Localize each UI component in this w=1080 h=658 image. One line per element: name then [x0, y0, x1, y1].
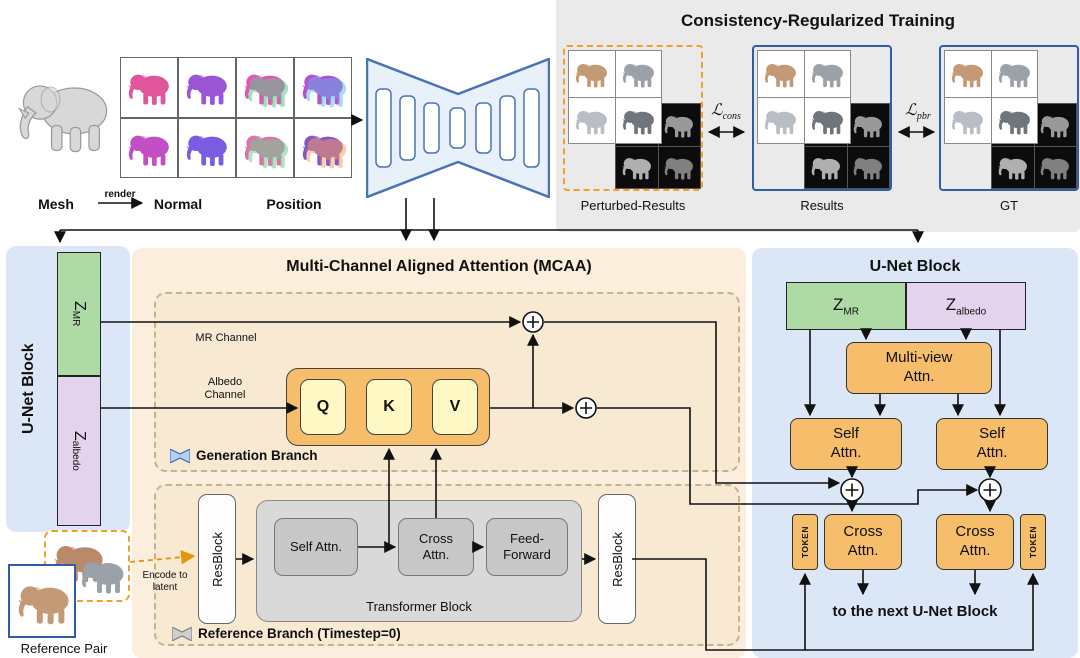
transformer-block-label: Transformer Block — [366, 598, 472, 614]
perturbed-results-caption: Perturbed-Results — [580, 198, 686, 213]
reference-pair-image-box — [8, 564, 76, 638]
next-unet-block-label: to the next U-Net Block — [832, 602, 998, 620]
normal-map-thumb — [178, 117, 236, 178]
mcaa-title: Multi-Channel Aligned Attention (MCAA) — [286, 258, 592, 275]
generation-branch-label: Generation Branch — [170, 448, 318, 463]
right-unet-block-title: U-Net Block — [869, 258, 961, 275]
position-map-thumb — [294, 57, 352, 118]
reference-branch-label: Reference Branch (Timestep=0) — [172, 626, 401, 641]
resblock-right: ResBlock — [598, 494, 636, 624]
self-attn-box: Self Attn. — [274, 518, 358, 576]
gt-caption: GT — [999, 198, 1019, 213]
albedo-thumbs — [757, 50, 851, 144]
z-albedo-box: Zalbedo — [57, 376, 101, 526]
feed-forward-box: Feed-Forward — [486, 518, 568, 576]
cross-attn-right-box: Cross Attn. — [936, 514, 1014, 570]
left-unet-block-title: U-Net Block — [20, 343, 37, 435]
z-mr-box: ZMR — [57, 252, 101, 376]
normal-label: Normal — [153, 196, 203, 212]
v-box: V — [432, 379, 478, 435]
loss-cons-label: ℒcons — [711, 102, 741, 123]
cross-attn-box: Cross Attn. — [398, 518, 474, 576]
albedo-thumbs — [568, 50, 662, 144]
token-left-box: TOKEN — [792, 514, 818, 570]
position-map-thumb — [236, 57, 294, 118]
reference-pair-label: Reference Pair — [20, 640, 108, 656]
position-label: Position — [266, 196, 322, 212]
normal-map-thumb — [178, 57, 236, 118]
albedo-thumbs — [944, 50, 1038, 144]
loss-pbr-label: ℒpbr — [905, 102, 931, 123]
unet-encoder-decoder-icon — [365, 57, 551, 199]
perturbed-results-group — [563, 45, 703, 191]
mr-channel-label: MR Channel — [195, 332, 257, 345]
encode-to-latent-label: Encode to latent — [142, 569, 188, 594]
normal-position-maps-grid — [120, 57, 352, 178]
position-map-thumb — [294, 117, 352, 178]
normal-map-thumb — [120, 57, 178, 118]
position-map-thumb — [236, 117, 294, 178]
self-attn-right-box: Self Attn. — [936, 418, 1048, 470]
bowtie-icon — [170, 448, 190, 463]
token-right-box: TOKEN — [1020, 514, 1046, 570]
results-group — [752, 45, 892, 191]
results-caption: Results — [800, 198, 844, 213]
mesh-3d-preview — [12, 46, 116, 180]
render-label: render — [104, 188, 136, 200]
z-albedo-box-right: Zalbedo — [906, 282, 1026, 330]
consistency-title: Consistency-Regularized Training — [681, 11, 955, 30]
albedo-channel-label: Albedo Channel — [204, 375, 246, 401]
self-attn-left-box: Self Attn. — [790, 418, 902, 470]
mesh-label: Mesh — [38, 196, 74, 212]
bowtie-icon — [172, 626, 192, 641]
z-mr-box-right: ZMR — [786, 282, 906, 330]
multi-view-attn-box: Multi-view Attn. — [846, 342, 992, 394]
q-box: Q — [300, 379, 346, 435]
normal-map-thumb — [120, 117, 178, 178]
resblock-left: ResBlock — [198, 494, 236, 624]
cross-attn-left-box: Cross Attn. — [824, 514, 902, 570]
k-box: K — [366, 379, 412, 435]
gt-group — [939, 45, 1079, 191]
